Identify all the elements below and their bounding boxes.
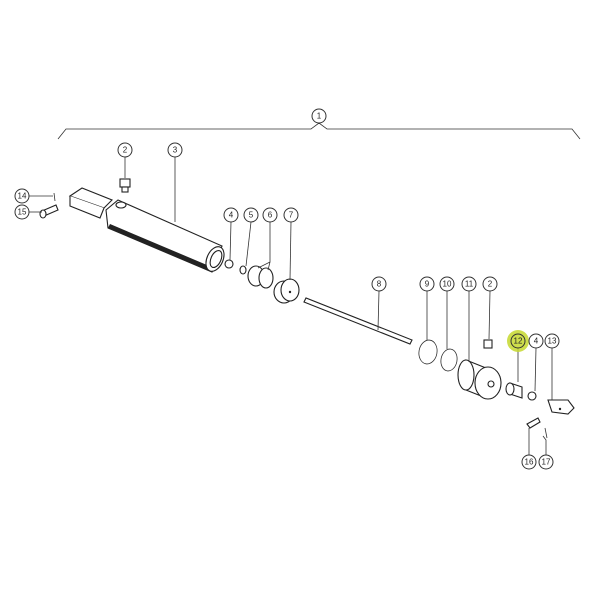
callout-3: 3	[167, 142, 183, 158]
callout-9: 9	[419, 276, 435, 292]
callout-1: 1	[311, 108, 327, 124]
svg-text:13: 13	[548, 337, 557, 346]
part-cylinder-barrel	[68, 187, 225, 273]
part-pin	[39, 192, 59, 219]
svg-text:12: 12	[514, 337, 523, 346]
callout-13: 13	[544, 333, 560, 349]
part-nut	[224, 259, 234, 269]
callout-17: 17	[538, 454, 554, 470]
callout-7: 7	[283, 207, 299, 223]
svg-text:14: 14	[18, 192, 27, 201]
callout-2: 2	[117, 142, 133, 158]
svg-text:17: 17	[542, 458, 551, 467]
assembly-bracket	[57, 122, 581, 140]
part-piston-rod	[303, 297, 413, 345]
part-clevis-pin	[526, 417, 548, 439]
svg-text:4: 4	[534, 337, 539, 346]
callout-14: 14	[14, 188, 30, 204]
svg-text:5: 5	[249, 211, 254, 220]
svg-text:4: 4	[229, 211, 234, 220]
svg-text:1: 1	[317, 112, 322, 121]
part-grease-fitting	[119, 178, 131, 193]
svg-text:8: 8	[377, 280, 382, 289]
callout-10: 10	[439, 276, 455, 292]
svg-text:10: 10	[443, 280, 452, 289]
part-washer	[239, 265, 247, 275]
svg-text:11: 11	[465, 280, 474, 289]
part-o-ring	[418, 339, 438, 365]
callout-11: 11	[461, 276, 477, 292]
callout-8: 8	[371, 276, 387, 292]
part-backup-ring	[440, 348, 458, 372]
svg-text:9: 9	[425, 280, 430, 289]
svg-text:15: 15	[18, 208, 27, 217]
highlight-marker	[507, 330, 529, 352]
callout-16: 16	[521, 454, 537, 470]
leader-lines	[29, 157, 553, 455]
svg-text:16: 16	[525, 458, 534, 467]
callout-12-highlighted[interactable]: 12	[510, 333, 526, 349]
svg-text:6: 6	[268, 211, 273, 220]
callout-4: 4	[223, 207, 239, 223]
svg-text:2: 2	[488, 280, 493, 289]
callout-6: 6	[262, 207, 278, 223]
part-seal	[247, 265, 274, 289]
callout-2: 2	[482, 276, 498, 292]
callout-4: 4	[528, 333, 544, 349]
svg-text:7: 7	[289, 211, 294, 220]
svg-text:3: 3	[173, 146, 178, 155]
part-piston	[457, 339, 502, 400]
part-bushing	[505, 382, 523, 399]
callout-5: 5	[243, 207, 259, 223]
callout-15: 15	[14, 204, 30, 220]
part-clevis	[547, 399, 575, 415]
svg-text:2: 2	[123, 146, 128, 155]
part-gland	[273, 278, 300, 304]
part-nut	[527, 391, 537, 401]
